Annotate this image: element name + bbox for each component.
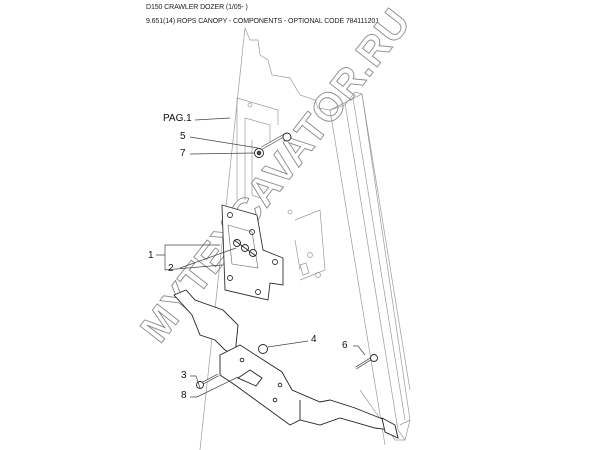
callout-5[interactable]: 5 [180, 131, 186, 142]
callout-8[interactable]: 8 [181, 390, 187, 401]
callout-1[interactable]: 1 [148, 250, 154, 261]
reference-label-pag1: PAG.1 [163, 113, 192, 124]
callout-6[interactable]: 6 [342, 340, 348, 351]
canopy-post-outline [199, 27, 411, 450]
callout-7[interactable]: 7 [180, 148, 186, 159]
callout-4[interactable]: 4 [311, 334, 317, 345]
leader-lines [156, 117, 366, 398]
callout-3[interactable]: 3 [181, 370, 187, 381]
callout-2[interactable]: 2 [168, 263, 174, 274]
model-title: D150 CRAWLER DOZER (1/05- ) [146, 4, 248, 11]
bolt-5-washer-7 [254, 132, 292, 158]
support-bracket-8 [173, 289, 399, 439]
section-title: 9.651(14) ROPS CANOPY - COMPONENTS - OPT… [146, 18, 379, 25]
part-2-bolts [233, 239, 257, 257]
